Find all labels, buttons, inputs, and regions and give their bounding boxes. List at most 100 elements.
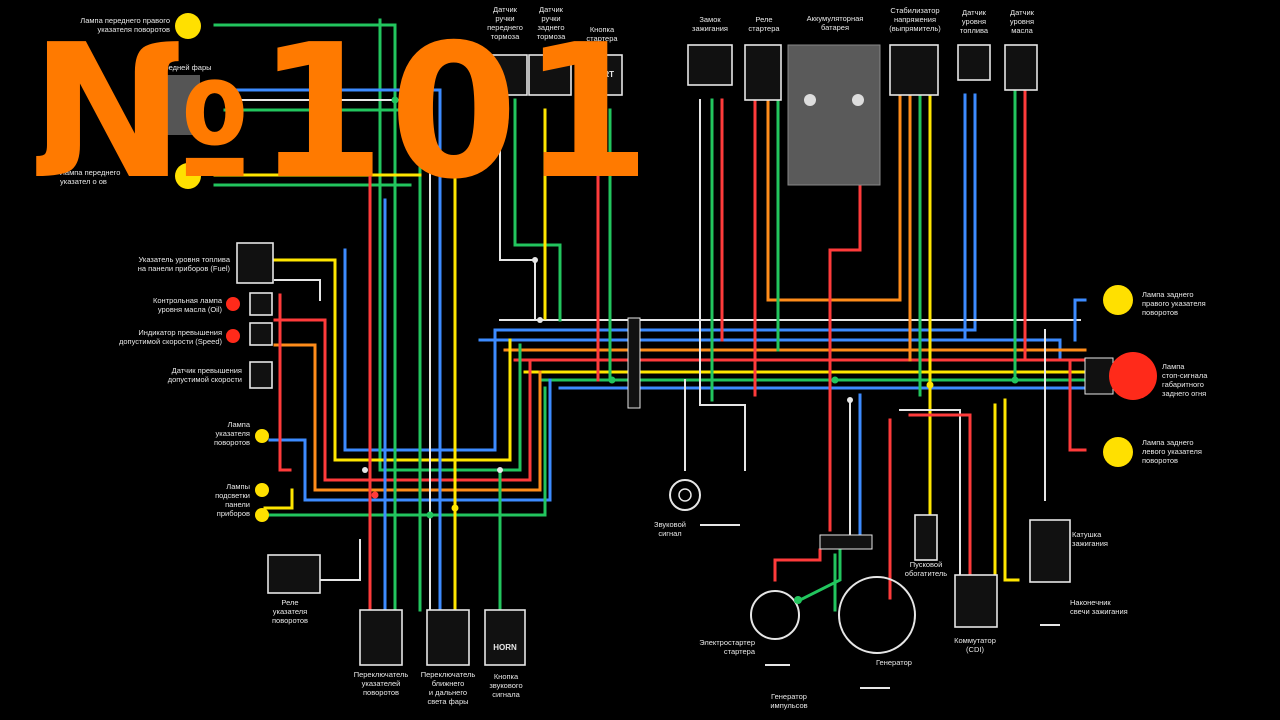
- wire-blue-headlight: [223, 88, 442, 612]
- label-turn-relay: Реле указателя поворотов: [272, 598, 308, 625]
- voltage-regulator-box: [889, 44, 939, 96]
- label-pulse-generator: Генератор импульсов: [770, 692, 808, 710]
- oil-sensor-box: [1004, 44, 1038, 91]
- label-front-right-turn-lamp: Лампа переднего правого указателя поворо…: [80, 16, 170, 34]
- junction-dot: [362, 467, 368, 473]
- junction-dot: [426, 511, 434, 519]
- front-left-turn-lamp-icon: [175, 163, 201, 189]
- label-cdi: Коммутатор (CDI): [954, 636, 996, 654]
- dash-lamp-1-icon: [255, 483, 269, 497]
- wire-yellow-dash: [263, 488, 294, 510]
- turn-relay-box: [267, 554, 321, 594]
- label-rear-brake-sensor: Датчик ручки заднего тормоза: [536, 5, 566, 41]
- oil-lamp-icon: [226, 297, 240, 311]
- fuel-gauge-box: [236, 242, 274, 284]
- label-turn-switch: Переключатель указателей поворотов: [353, 670, 409, 697]
- label-rear-right-turn-lamp: Лампа заднего правого указателя поворото…: [1142, 290, 1206, 317]
- label-ignition-lock: Замок зажигания: [692, 15, 728, 33]
- wire-red-left: [273, 318, 532, 482]
- rear-right-turn-lamp-icon: [1103, 285, 1133, 315]
- junction-dot: [926, 381, 934, 389]
- battery-box: [787, 44, 881, 186]
- junction-dot: [497, 467, 503, 473]
- wire-yellow-coil: [1003, 398, 1022, 582]
- episode-number: №101: [30, 4, 655, 220]
- stop-lamp-icon: [1109, 352, 1157, 400]
- speed-lamp-box: [249, 322, 273, 346]
- front-right-turn-lamp-icon: [175, 13, 201, 39]
- label-fuel-gauge: Указатель уровня топлива на панели прибо…: [137, 255, 230, 273]
- starter-coil-box: [914, 514, 938, 561]
- wire-orange-relay: [766, 93, 902, 302]
- label-turn-indicator-lamp: Лампа указателя поворотов: [214, 420, 250, 447]
- label-overspeed-sensor: Датчик превышения допустимой скорости: [167, 366, 242, 384]
- label-starter-motor: Электростартер стартера: [699, 638, 755, 656]
- stop-lamp-housing: [1084, 357, 1114, 395]
- speed-lamp-icon: [226, 329, 240, 343]
- starter-motor-icon: [750, 590, 800, 640]
- junction-dot: [391, 96, 399, 104]
- wire-blue-left2: [268, 378, 552, 502]
- wire-green-brake: [513, 98, 562, 322]
- label-front-left-turn-lamp: Лампа переднего указател о ов: [60, 168, 121, 186]
- label-horn: Звуковой сигнал: [654, 520, 686, 538]
- battery-plus: [804, 94, 816, 106]
- wire-white-relay: [319, 539, 361, 581]
- fuel-sensor-box: [957, 44, 991, 81]
- cdi-box: [954, 574, 998, 628]
- turn-switch-box: [359, 609, 403, 666]
- dash-lamp-2-icon: [255, 508, 269, 522]
- junction-dot: [537, 317, 543, 323]
- front-brake-sensor-box: [482, 54, 528, 96]
- wire-white-lower2: [899, 409, 961, 576]
- wire-white-headlight: [224, 99, 431, 611]
- label-starter-relay: Реле стартера: [748, 15, 780, 33]
- label-headlight: а передней фары: [150, 63, 212, 72]
- rear-brake-sensor-box: [528, 54, 572, 96]
- turn-indicator-lamp-icon: [255, 429, 269, 443]
- label-dash-lamps: Лампы подсветки панели приборов: [215, 482, 250, 518]
- wire-red-rearleft: [1068, 358, 1087, 452]
- wire-green-motor: [797, 548, 842, 603]
- junction-dot: [532, 257, 538, 263]
- wire-red-lower3: [908, 413, 972, 577]
- label-oil-level-sensor: Датчик уровня масла: [1009, 8, 1035, 35]
- horn-button-box: [484, 609, 526, 666]
- label-voltage-regulator: Стабилизатор напряжения (выпрямитель): [889, 6, 941, 33]
- junction-dot: [371, 491, 379, 499]
- wire-blue-main: [343, 93, 977, 452]
- horn-icon: [669, 479, 701, 511]
- horn-button-text: HORN: [493, 643, 517, 652]
- wire-red-motor: [773, 548, 822, 582]
- label-overspeed-indicator: Индикатор превышения допустимой скорости…: [118, 328, 222, 346]
- label-starter-coil: Пусковой обогатитель: [904, 560, 948, 578]
- harness-connector-main: [627, 317, 641, 409]
- wire-blue-rearright: [1073, 298, 1087, 342]
- wire-white-brake: [499, 109, 536, 321]
- light-switch-box: [426, 609, 470, 666]
- label-fuel-level-sensor: Датчик уровня топлива: [959, 8, 989, 35]
- wire-green-left: [378, 18, 522, 472]
- label-stop-lamp: Лампа стоп-сигнала габаритного заднего о…: [1162, 362, 1208, 398]
- label-rear-left-turn-lamp: Лампа заднего левого указателя поворотов: [1142, 438, 1202, 465]
- wire-green-headlight2: [223, 108, 422, 612]
- label-horn-button: Кнопка звукового сигнала: [489, 672, 523, 699]
- overspeed-sensor-box: [249, 361, 273, 389]
- junction-dot: [847, 397, 853, 403]
- label-oil-warning-lamp: Контрольная лампа уровня масла (Oil): [153, 296, 222, 314]
- ignition-coil-box: [1029, 519, 1071, 583]
- oil-lamp-box: [249, 292, 273, 316]
- label-starter-button: Кнопка стартера: [586, 25, 618, 43]
- headlight-icon: [140, 75, 200, 135]
- wire-green-dash: [263, 386, 547, 517]
- start-button-text: START: [587, 70, 615, 79]
- junction-dot: [608, 376, 616, 384]
- horn-icon-inner: [678, 488, 692, 502]
- label-battery: Аккумуляторная батарея: [806, 14, 864, 32]
- wire-yellow-left: [268, 258, 512, 462]
- label-generator: Генератор: [876, 658, 912, 667]
- lower-connector: [819, 534, 873, 550]
- rear-left-turn-lamp-icon: [1103, 437, 1133, 467]
